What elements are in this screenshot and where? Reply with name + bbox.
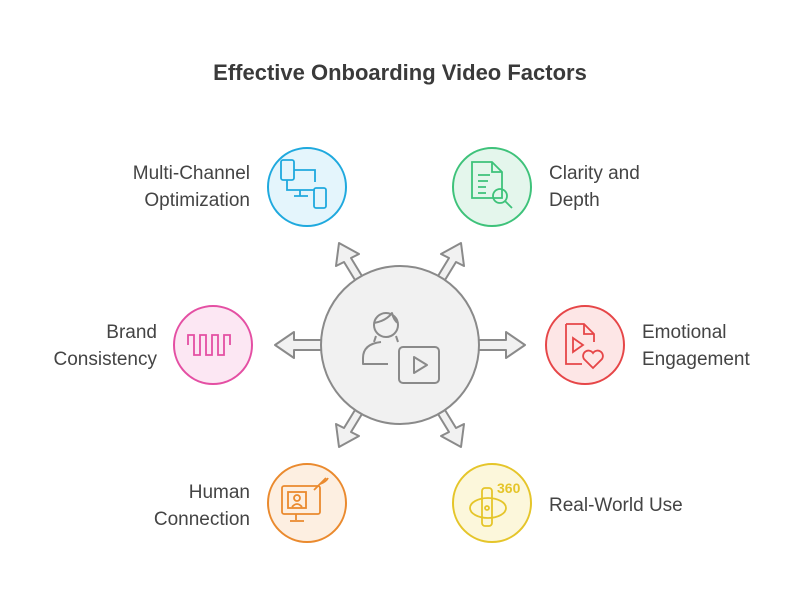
label-line: Engagement <box>642 349 750 370</box>
factor-real-world-circle: 360 <box>452 463 532 543</box>
vr-360-icon <box>469 487 507 527</box>
waveform-icon <box>187 334 231 356</box>
label-line: Brand <box>106 322 157 343</box>
label-human: Human Connection <box>154 479 250 533</box>
arrow-down-left <box>335 409 363 448</box>
factor-multi-channel-circle <box>267 147 347 227</box>
document-search-icon <box>471 161 513 209</box>
vr-360-text: 360 <box>497 480 521 496</box>
label-emotional: Emotional Engagement <box>642 319 750 373</box>
video-heart-icon <box>565 323 604 370</box>
diagram-title: Effective Onboarding Video Factors <box>213 60 587 85</box>
label-real-world: Real-World Use <box>549 492 683 519</box>
factor-human-circle <box>267 463 347 543</box>
factor-brand-circle <box>173 305 253 385</box>
label-line: Depth <box>549 190 600 211</box>
center-hub <box>274 242 526 448</box>
label-line: Multi-Channel <box>132 163 250 184</box>
center-circle <box>320 265 480 425</box>
label-line: Clarity and <box>549 163 640 184</box>
factor-clarity-circle <box>452 147 532 227</box>
arrow-up-right <box>437 242 465 281</box>
factor-emotional-circle <box>545 305 625 385</box>
label-line: Connection <box>153 509 250 530</box>
label-line: Human <box>188 482 250 503</box>
label-line: Real-World Use <box>549 495 683 516</box>
arrow-up-left <box>335 242 363 281</box>
arrow-down-right <box>437 409 465 448</box>
label-multi-channel: Multi-Channel Optimization <box>133 160 250 214</box>
label-line: Consistency <box>53 349 158 370</box>
label-line: Optimization <box>144 190 250 211</box>
label-clarity: Clarity and Depth <box>549 160 640 214</box>
label-line: Emotional <box>642 322 727 343</box>
label-brand: Brand Consistency <box>54 319 158 373</box>
video-call-icon <box>281 477 329 522</box>
person-video-icon <box>362 312 440 384</box>
devices-icon <box>280 159 327 209</box>
